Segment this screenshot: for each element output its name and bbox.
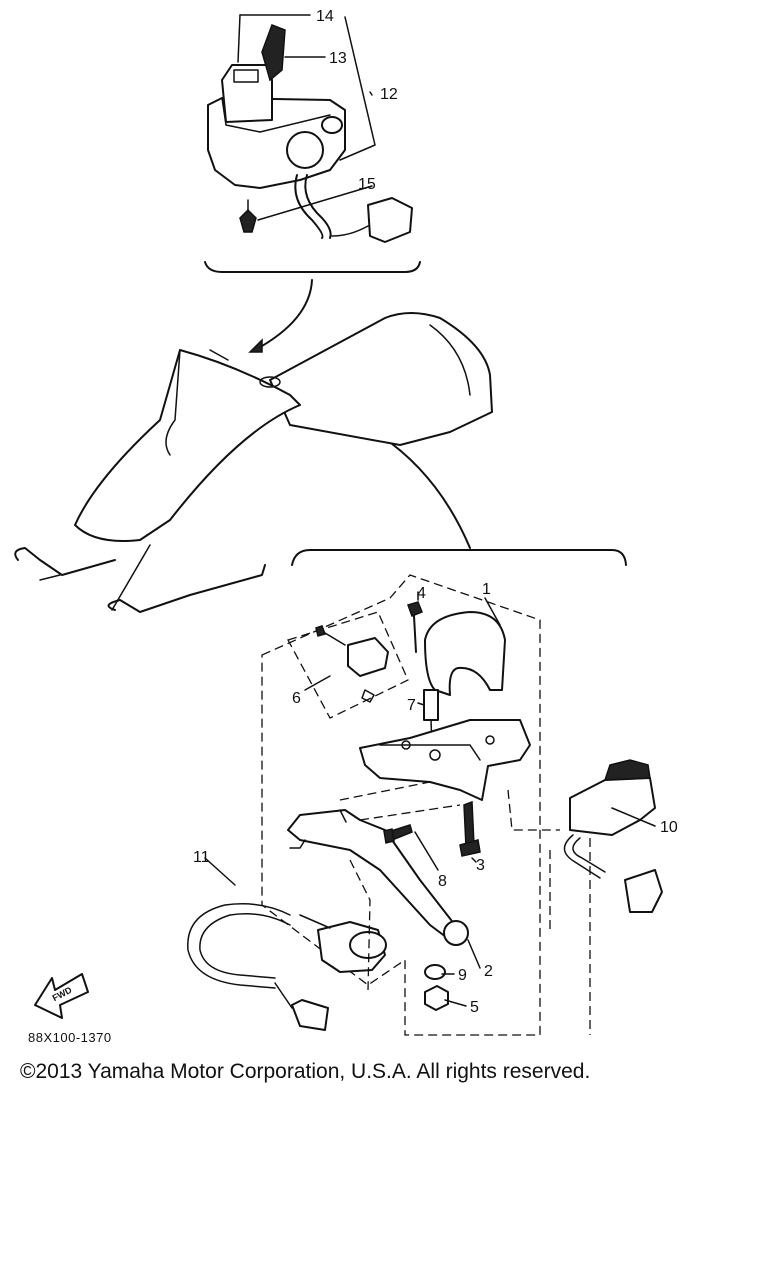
callout-11: 11 <box>193 849 210 866</box>
diagram-code: 88X100-1370 <box>28 1030 112 1045</box>
callout-3: 3 <box>476 857 485 874</box>
callout-10: 10 <box>660 819 678 836</box>
callout-4: 4 <box>417 585 426 602</box>
copyright-notice: ©2013 Yamaha Motor Corporation, U.S.A. A… <box>20 1060 591 1083</box>
callout-15: 15 <box>358 176 376 193</box>
snowmobile-outline <box>14 312 493 613</box>
callout-13: 13 <box>329 50 347 67</box>
callout-6: 6 <box>292 690 301 707</box>
brake-lever-assembly <box>187 574 663 1036</box>
callout-12: 12 <box>380 86 398 103</box>
callout-2: 2 <box>484 963 493 980</box>
callout-9: 9 <box>458 967 467 984</box>
detail-frame-bracket <box>291 549 627 566</box>
callout-7: 7 <box>407 697 416 714</box>
reservoir-assembly <box>204 14 421 273</box>
callout-5: 5 <box>470 999 479 1016</box>
parts-diagram: FWD 14 13 12 15 1 4 6 7 10 3 8 11 2 9 5 <box>14 8 678 1036</box>
fwd-arrow-icon: FWD <box>34 973 89 1019</box>
callout-8: 8 <box>438 873 447 890</box>
callout-14: 14 <box>316 8 334 25</box>
callout-1: 1 <box>482 581 491 598</box>
